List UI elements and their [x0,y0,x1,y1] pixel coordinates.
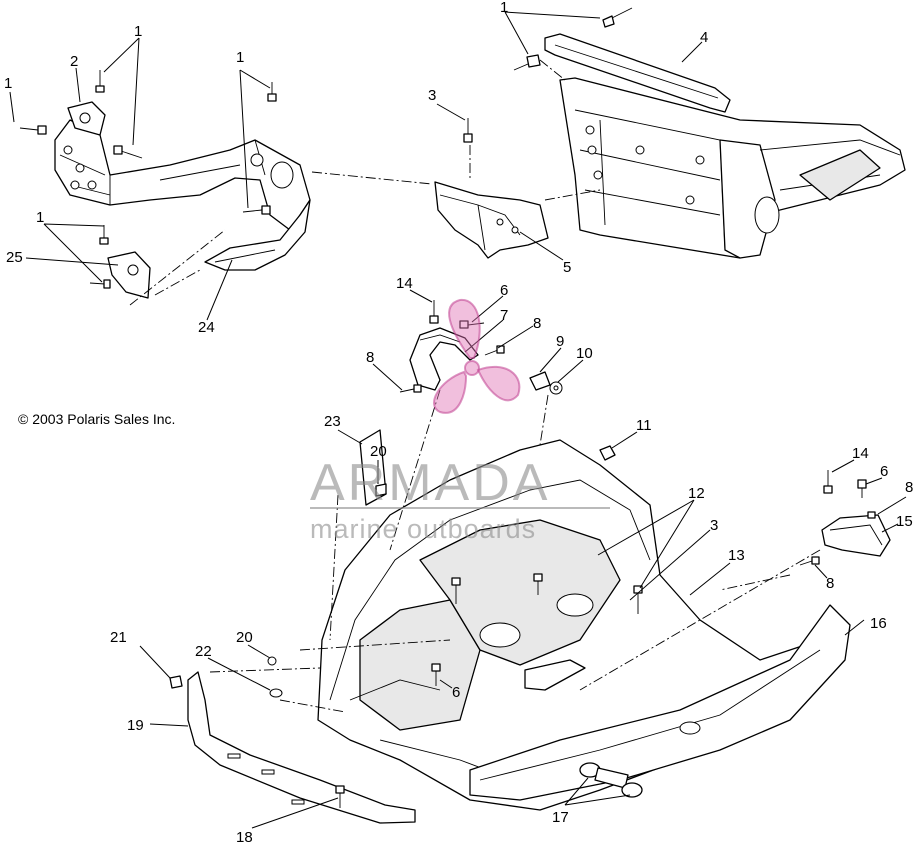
callout-19: 19 [127,717,144,734]
callout-1-left-bracket: 1 [236,49,244,66]
callout-22: 22 [195,643,212,660]
callout-8-right: 8 [905,479,913,496]
bolt-center [463,118,473,143]
callout-4: 4 [700,29,708,46]
callout-17: 17 [552,809,569,826]
bushing-9 [529,371,551,391]
callout-18: 18 [236,829,253,845]
left-bracket [54,119,311,231]
callout-25: 25 [6,249,23,266]
callout-8-lower-right: 8 [826,575,834,592]
callout-1-upper-left: 1 [134,23,142,40]
trim-piece-15 [821,514,891,557]
nut-11 [599,445,616,461]
callout-20-upper: 20 [370,443,387,460]
callout-8-left: 8 [366,349,374,366]
callout-13: 13 [728,547,745,564]
callout-6-right: 6 [880,463,888,480]
front-cross-bar [544,33,731,113]
watermark-subtitle: marine outboards [310,514,536,544]
bolt-top-right [602,7,633,28]
callout-15: 15 [896,513,913,530]
assembly-center-lines [129,59,821,713]
bolts-hood [169,300,876,808]
callout-16: 16 [870,615,887,632]
watermark-logo: ARMADA marine outboards [310,298,610,544]
callout-numbers: 1 1 1 1 1 1 2 3 3 4 5 6 6 6 7 8 8 8 8 9 … [4,0,913,845]
washer-10 [549,381,563,395]
chassis-frame [559,77,906,259]
callout-3-top: 3 [428,87,436,104]
small-plate-left [67,101,106,136]
callout-3-hood: 3 [710,517,718,534]
callout-10: 10 [576,345,593,362]
callout-7: 7 [500,307,508,324]
bolts-left [19,70,277,289]
callout-11: 11 [636,417,652,434]
callout-5: 5 [563,259,571,276]
callout-1-lower-left: 1 [36,209,44,226]
callout-6-bracket: 6 [500,282,508,299]
clamp-17 [579,762,643,798]
callout-2: 2 [70,53,78,70]
callout-1-far-left: 1 [4,75,12,92]
bolt-left-of-bar [513,54,541,71]
callout-14-bracket: 14 [396,275,413,292]
support-brace [204,199,311,271]
copyright-notice: © 2003 Polaris Sales Inc. [18,411,175,427]
watermark-title: ARMADA [310,454,550,512]
side-panel [469,604,851,801]
callout-8-upper: 8 [533,315,541,332]
propeller-icon [433,298,521,414]
callout-9: 9 [556,333,564,350]
callout-12: 12 [688,485,705,502]
front-bumper [187,671,416,824]
callout-23: 23 [324,413,341,430]
center-bracket [434,181,549,259]
callout-6-hood: 6 [452,684,460,701]
leader-lines [9,11,907,829]
callout-24: 24 [198,319,215,336]
callout-1-top: 1 [500,0,508,16]
small-plate-lower [107,251,151,299]
callout-14-right: 14 [852,445,869,462]
callout-20-lower: 20 [236,629,253,646]
callout-21: 21 [110,629,127,646]
